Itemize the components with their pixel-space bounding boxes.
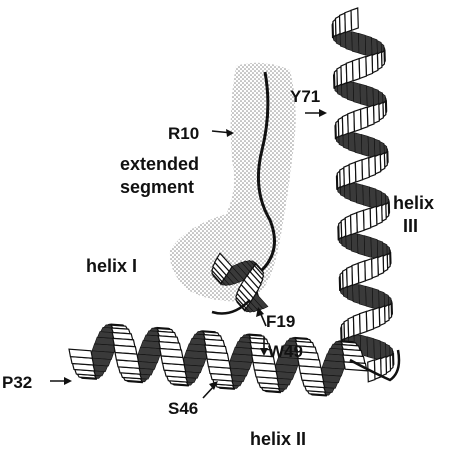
- arrow-y71: [305, 109, 327, 117]
- arrow-f19: [256, 307, 266, 326]
- arrow-p32: [50, 377, 72, 385]
- helix-ribbon-segment: [367, 86, 374, 108]
- helix-ribbon-segment: [347, 81, 354, 102]
- helix-ribbon-segment: [360, 84, 367, 106]
- helix-ribbon-segment: [207, 359, 230, 368]
- label-p32: P32: [2, 373, 32, 392]
- helix-ribbon-segment: [352, 283, 359, 304]
- helix-ribbon-segment: [253, 363, 276, 372]
- label-f19: F19: [266, 312, 295, 331]
- helix-ribbon-segment: [115, 353, 138, 362]
- helix-ribbon-segment: [352, 59, 359, 81]
- helix-ribbon-segment: [299, 366, 322, 375]
- helix-ribbon-segment: [352, 32, 359, 54]
- helix-ribbon-segment: [357, 234, 364, 256]
- helix-ribbon-segment: [363, 208, 370, 230]
- helix-ribbon-segment: [357, 210, 364, 232]
- helix-ribbon-segment: [361, 134, 368, 156]
- helix-ii-ribbon: [69, 324, 367, 396]
- helix-ribbon-segment: [370, 187, 377, 209]
- helix-ribbon-segment: [359, 284, 366, 306]
- helix-ribbon-segment: [374, 339, 381, 361]
- label-r10: R10: [168, 124, 199, 143]
- helix-ribbon-segment: [355, 160, 362, 182]
- helix-ribbon-segment: [360, 311, 367, 333]
- helix-ribbon-segment: [160, 349, 183, 358]
- helix-ribbon-segment: [358, 33, 365, 55]
- helix-ribbon-segment: [366, 286, 373, 308]
- helix-ribbon-segment: [358, 261, 365, 283]
- helix-ribbon-segment: [348, 131, 355, 152]
- helix-ribbon-segment: [371, 238, 378, 260]
- helix-ribbon-segment: [359, 56, 366, 78]
- helix-ribbon-segment: [364, 236, 371, 258]
- label-helix-i: helix I: [86, 256, 137, 276]
- helix-iii-ribbon: [332, 8, 394, 382]
- helix-ribbon-segment: [365, 35, 372, 57]
- helix-ribbon-segment: [351, 232, 358, 253]
- helix-ribbon-segment: [361, 107, 368, 129]
- label-segment: segment: [120, 177, 194, 197]
- helix-ribbon-segment: [365, 259, 372, 281]
- helix-ribbon-segment: [367, 337, 374, 359]
- label-y71: Y71: [290, 87, 320, 106]
- helix-ribbon-segment: [366, 309, 373, 331]
- arrow-s46: [203, 381, 218, 398]
- label-helix-iii-line2: III: [403, 216, 418, 236]
- helix-ribbon-segment: [363, 185, 370, 207]
- helix-ribbon-segment: [350, 182, 357, 203]
- helix-ribbon-segment: [355, 133, 362, 155]
- helix-ribbon-segment: [354, 109, 361, 131]
- label-w49: W49: [268, 342, 303, 361]
- helix-ribbon-segment: [351, 8, 358, 30]
- helix-ribbon-segment: [69, 349, 92, 358]
- label-s46: S46: [168, 399, 198, 418]
- label-helix-ii: helix II: [250, 429, 306, 449]
- helix-ribbon-segment: [362, 158, 369, 180]
- helix-ribbon-segment: [372, 288, 379, 310]
- helix-ribbon-segment: [356, 183, 363, 205]
- label-helix-iii-line1: helix: [393, 193, 434, 213]
- label-extended: extended: [120, 154, 199, 174]
- helix-ribbon-segment: [345, 30, 352, 51]
- helix-ribbon-segment: [353, 82, 360, 104]
- helix-ribbon-segment: [368, 137, 375, 159]
